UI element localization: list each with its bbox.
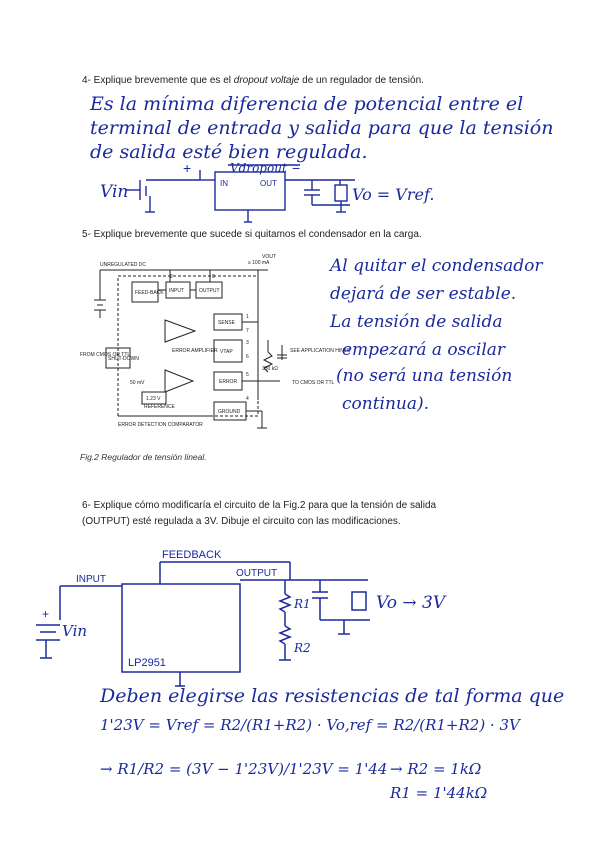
fig2-to-cmos: TO CMOS OR TTL xyxy=(292,380,335,386)
q4-prefix: 4- Explique brevemente que es el xyxy=(82,75,234,86)
q6-sketch-plus: + xyxy=(42,607,49,621)
q4-sketch-out: OUT xyxy=(260,179,277,188)
fig2-reference: REFERENCE xyxy=(144,404,176,410)
fig2-load-note: ≥ 100 mA xyxy=(248,260,270,266)
question-6-line-1: 6- Explique cómo modificaría el circuito… xyxy=(82,500,437,511)
fig2-shutdown: SHUT-DOWN xyxy=(108,356,139,362)
q4-circuit-sketch: + Vdropout − IN OUT Vin Vo = Vref. xyxy=(100,160,434,223)
q4-answer-line-1: Es la mínima diferencia de potencial ent… xyxy=(90,93,524,115)
q4-sketch-vdropout: Vdropout xyxy=(230,161,287,175)
fig2-error-amp: ERROR AMPLIFIER xyxy=(172,348,218,354)
fig2-error-comp: ERROR DETECTION COMPARATOR xyxy=(118,422,203,428)
fig2-from-cmos: FROM CMOS OR TTL xyxy=(80,352,130,358)
q5-answer-line-2: dejará de ser estable. xyxy=(330,284,517,304)
q6-circuit-sketch: FEEDBACK INPUT OUTPUT LP2951 + Vin R1 R2… xyxy=(36,549,447,687)
q6-equation-2: → R1/R2 = (3V − 1'23V)/1'23V = 1'44 xyxy=(100,760,388,778)
q6-sketch-output: OUTPUT xyxy=(236,568,277,579)
fig2-unregulated-dc: UNREGULATED DC xyxy=(100,262,146,268)
fig2-vtap: VTAP xyxy=(220,349,233,355)
question-5: 5- Explique brevemente que sucede si qui… xyxy=(82,229,422,240)
q4-suffix: de un regulador de tensión. xyxy=(299,75,424,86)
question-6-line-2: (OUTPUT) esté regulada a 3V. Dibuje el c… xyxy=(82,516,401,527)
fig2-output-block: OUTPUT xyxy=(199,288,220,294)
q6-equation-1: 1'23V = Vref = R2/(R1+R2) · Vo,ref = R2/… xyxy=(100,716,520,734)
q6-sketch-input: INPUT xyxy=(76,574,106,585)
fig2-mv: 50 mV xyxy=(130,380,145,386)
fig2-pin-5: 5 xyxy=(246,372,249,378)
q6-sketch-feedback: FEEDBACK xyxy=(162,549,222,561)
q4-sketch-in: IN xyxy=(220,179,228,188)
fig2-pin-6: 6 xyxy=(246,354,249,360)
fig2-pin-8: 8 xyxy=(212,274,215,280)
q4-sketch-minus: − xyxy=(292,160,300,176)
q6-sketch-r1: R1 xyxy=(293,597,311,611)
fig2-caption: Fig.2 Regulador de tensión lineal. xyxy=(80,452,207,462)
q5-answer-line-4: empezará a oscilar xyxy=(342,340,506,360)
q4-sketch-plus: + xyxy=(183,160,191,176)
fig2-vout-note: VOUT xyxy=(262,254,276,260)
fig2-pin-1: 1 xyxy=(246,314,249,320)
fig2-regulator-diagram: UNREGULATED DC FEED-BACK INPUT OUTPUT VO… xyxy=(80,254,351,429)
q4-sketch-vin: Vin xyxy=(100,182,128,202)
fig2-sense: SENSE xyxy=(218,320,236,326)
q6-answer-intro: Deben elegirse las resistencias de tal f… xyxy=(100,685,565,707)
q5-answer-line-6: continua). xyxy=(342,394,430,414)
fig2-res: 330 kΩ xyxy=(262,366,278,372)
fig2-error-block: ERROR xyxy=(219,379,237,385)
q5-answer-line-5: (no será una tensión xyxy=(336,366,513,386)
q4-answer-line-2: terminal de entrada y salida para que la… xyxy=(90,117,554,139)
q6-sketch-vout: Vo → 3V xyxy=(376,593,447,613)
fig2-ref-v: 1.23 V xyxy=(146,396,161,402)
fig2-ground: GROUND xyxy=(218,409,241,415)
q6-result-r1: R1 = 1'44kΩ xyxy=(390,784,488,802)
q6-result-r2: → R2 = 1kΩ xyxy=(390,760,482,778)
fig2-input-block: INPUT xyxy=(169,288,184,294)
q4-answer-line-3: de salida esté bien regulada. xyxy=(90,141,368,163)
q4-italic-term: dropout voltaje xyxy=(233,75,300,86)
fig2-pin-3: 3 xyxy=(246,340,249,346)
q6-sketch-r2: R2 xyxy=(293,641,311,655)
fig2-feedback: FEED-BACK xyxy=(135,290,164,296)
q5-answer-line-3: La tensión de salida xyxy=(330,312,503,332)
q6-sketch-chip: LP2951 xyxy=(128,657,166,669)
q6-sketch-vin: Vin xyxy=(62,622,87,640)
q5-answer-line-1: Al quitar el condensador xyxy=(330,256,543,276)
fig2-pin-4: 4 xyxy=(246,396,249,402)
fig2-pin-2: 2 xyxy=(170,274,173,280)
question-4: 4- Explique brevemente que es el dropout… xyxy=(82,75,424,86)
q4-sketch-vout: Vo = Vref. xyxy=(352,185,434,204)
fig2-see-app: SEE APPLICATION HINTS xyxy=(290,348,351,354)
fig2-pin-7: 7 xyxy=(246,328,249,334)
